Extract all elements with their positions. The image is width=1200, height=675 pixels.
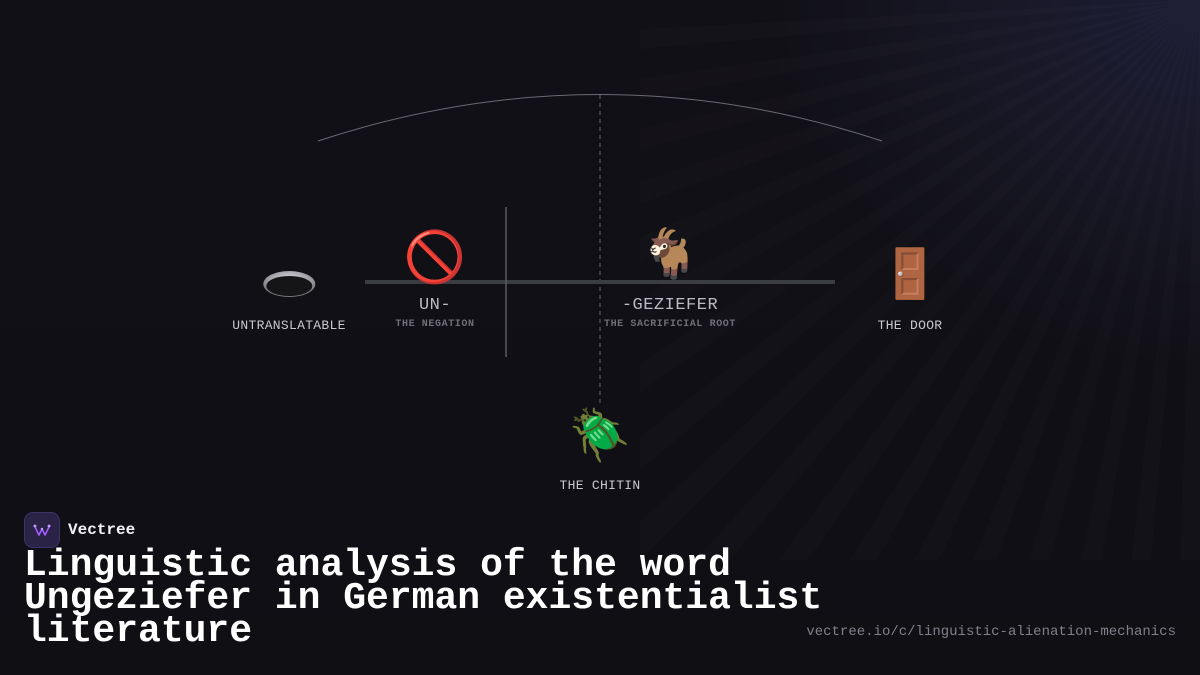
- hole-icon: [262, 268, 316, 298]
- page-title: Linguistic analysis of the word Ungezief…: [24, 544, 823, 653]
- negation-label: UN-: [418, 296, 452, 315]
- negation-sublabel: THE NEGATION: [395, 319, 475, 330]
- brand-name: Vectree: [68, 521, 136, 539]
- beetle-icon: 🪲: [568, 406, 632, 464]
- arc-line: [317, 94, 883, 142]
- node-negation: 🚫 UN- THE NEGATION: [395, 232, 474, 330]
- node-untranslatable: UNTRANSLATABLE: [232, 268, 345, 333]
- goat-icon: 🐐: [640, 226, 700, 282]
- door-icon: 🚪: [880, 246, 940, 302]
- vectree-logo-icon: [24, 512, 60, 548]
- untranslatable-label: UNTRANSLATABLE: [232, 318, 346, 333]
- sacrificial-root-label: -GEZIEFER: [621, 296, 719, 315]
- chitin-label: THE CHITIN: [559, 478, 641, 493]
- prohibited-icon: 🚫: [403, 228, 467, 286]
- node-sacrificial-root: 🐐 -GEZIEFER THE SACRIFICIAL ROOT: [604, 230, 736, 330]
- brand[interactable]: Vectree: [24, 512, 135, 548]
- node-chitin: 🪲 THE CHITIN: [559, 410, 640, 493]
- door-label: THE DOOR: [877, 318, 943, 333]
- sacrificial-root-sublabel: THE SACRIFICIAL ROOT: [603, 319, 737, 330]
- node-door: 🚪 THE DOOR: [878, 250, 943, 333]
- source-url[interactable]: vectree.io/c/linguistic-alienation-mecha…: [806, 624, 1176, 640]
